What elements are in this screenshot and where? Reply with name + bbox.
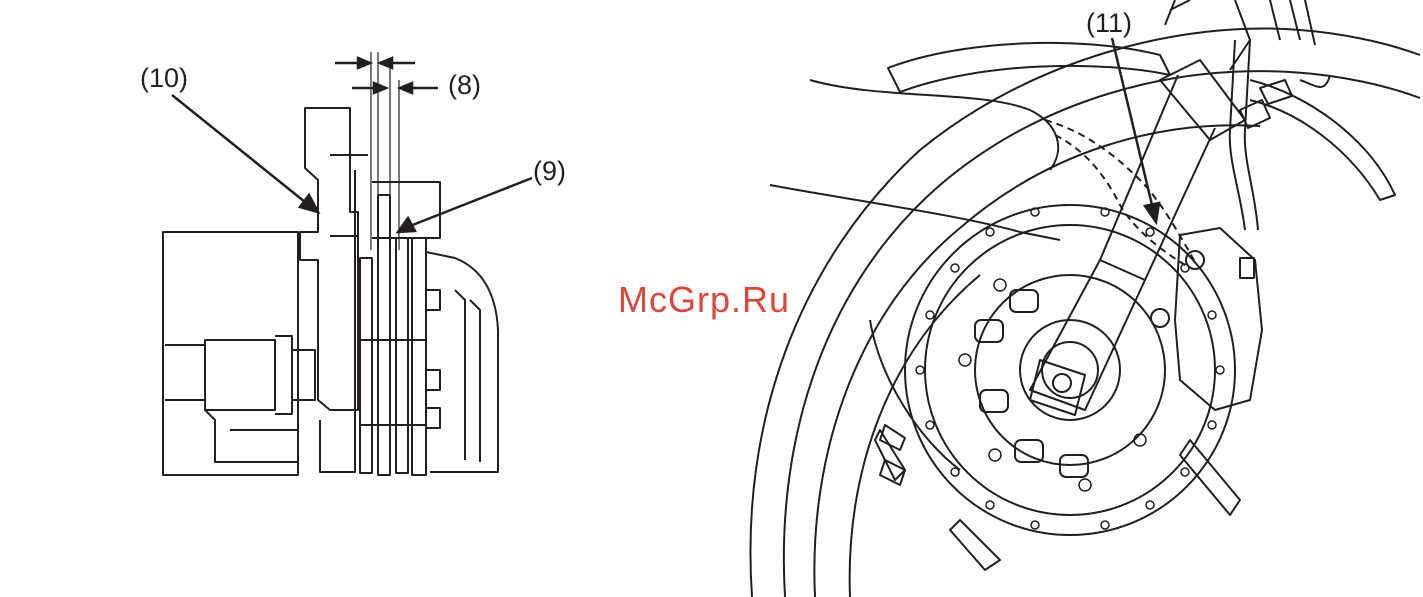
- watermark: McGrp.Ru: [618, 282, 790, 318]
- caliper-section-view: [163, 52, 498, 475]
- front-fork: [1160, 0, 1245, 140]
- leader-9: [398, 178, 532, 232]
- callout-11: (11): [1086, 10, 1132, 37]
- wheel-view: [750, 0, 1420, 597]
- tire-outer: [750, 29, 1420, 597]
- wheel-hub: [163, 232, 298, 475]
- caliper-body: [320, 170, 355, 472]
- caliper-bracket: [300, 108, 358, 410]
- dimension-arrows: [335, 58, 438, 93]
- leader-10: [172, 95, 318, 212]
- callout-10: (10): [140, 65, 188, 92]
- axle-collar: [165, 345, 205, 400]
- front-fender: [888, 43, 1170, 92]
- brake-pad-inner: [360, 258, 372, 473]
- callout-8: (8): [448, 72, 481, 99]
- wheel-rim-section: [426, 252, 498, 472]
- callout-9: (9): [533, 158, 566, 185]
- axle-nut: [205, 340, 275, 410]
- brake-pad-outer: [396, 238, 408, 473]
